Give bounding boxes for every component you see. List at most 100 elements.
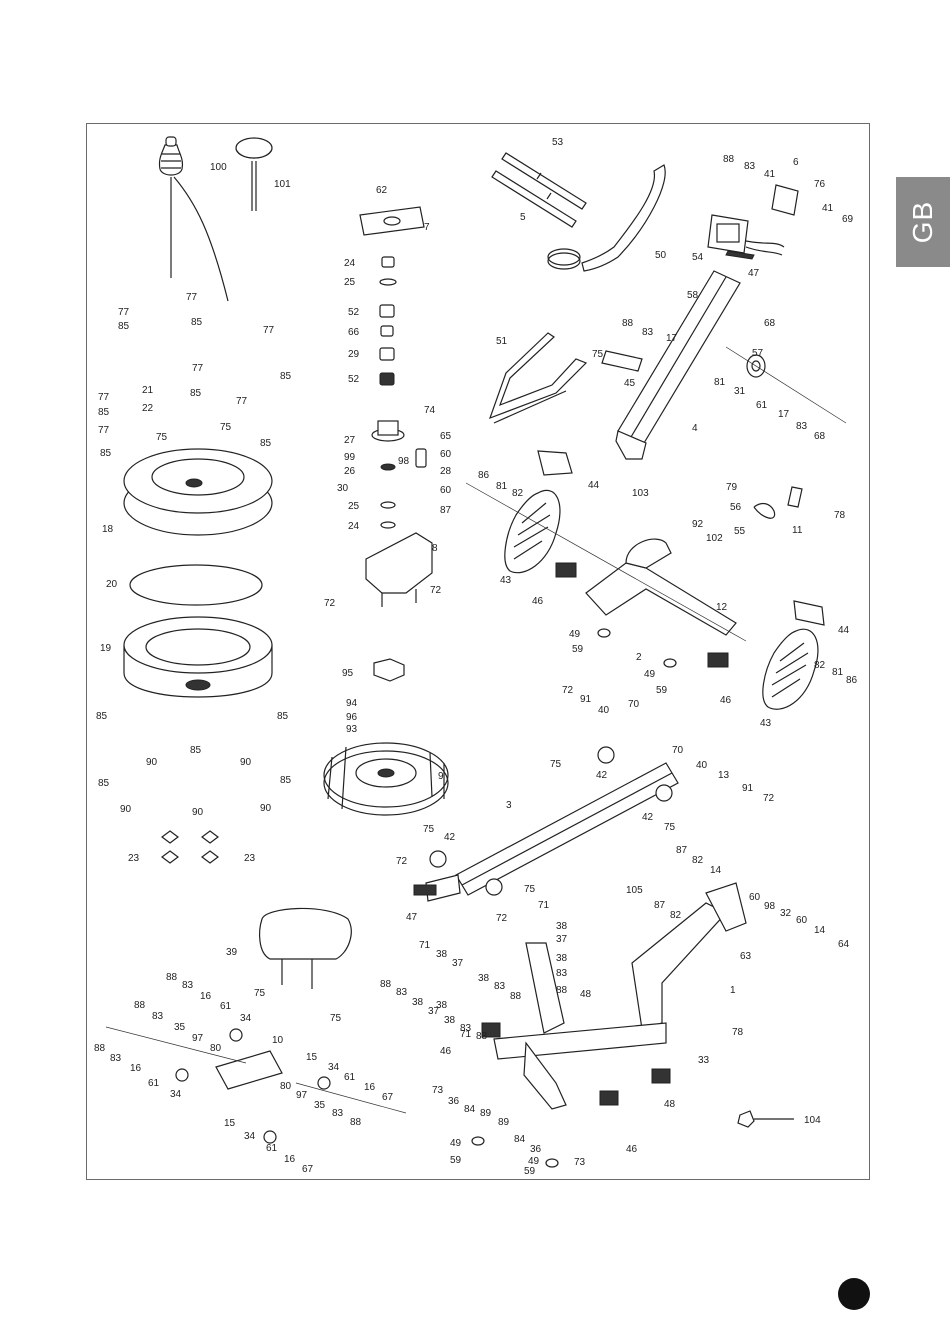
label-79: 79 bbox=[726, 482, 738, 493]
label-82: 82 bbox=[512, 488, 524, 499]
label-90b: 90 bbox=[240, 757, 252, 768]
label-45: 45 bbox=[624, 378, 636, 389]
page-number-dot bbox=[838, 1278, 870, 1310]
label-65: 65 bbox=[440, 431, 452, 442]
label-85: 85 bbox=[191, 317, 203, 328]
label-7: 7 bbox=[424, 222, 430, 233]
label-1: 1 bbox=[730, 985, 736, 996]
label-82c: 82 bbox=[692, 855, 704, 866]
label-87: 87 bbox=[440, 505, 452, 516]
label-34b: 34 bbox=[170, 1089, 182, 1100]
label-72e: 72 bbox=[396, 856, 408, 867]
part-10-seat-bracket bbox=[105, 1026, 407, 1144]
label-39: 39 bbox=[226, 947, 238, 958]
label-88d: 88 bbox=[556, 985, 568, 996]
label-38d: 38 bbox=[556, 921, 568, 932]
label-56: 56 bbox=[730, 502, 742, 513]
label-26: 26 bbox=[344, 466, 356, 477]
label-85b: 85 bbox=[118, 321, 130, 332]
label-60: 60 bbox=[440, 449, 452, 460]
label-90d: 90 bbox=[192, 807, 204, 818]
label-75d: 75 bbox=[550, 759, 562, 770]
label-24b: 24 bbox=[348, 521, 360, 532]
label-31: 31 bbox=[734, 386, 746, 397]
label-75i: 75 bbox=[330, 1013, 342, 1024]
label-85f: 85 bbox=[260, 438, 272, 449]
label-92: 92 bbox=[692, 519, 704, 530]
part-55-cable bbox=[753, 502, 776, 519]
label-23b: 23 bbox=[244, 853, 256, 864]
language-tab: GB bbox=[896, 177, 950, 267]
label-72f: 72 bbox=[496, 913, 508, 924]
label-89: 89 bbox=[480, 1108, 492, 1119]
part-7-bracket bbox=[359, 206, 425, 236]
part-4-upright-post bbox=[601, 270, 741, 460]
label-83i: 83 bbox=[152, 1011, 164, 1022]
part-1-rear-frame bbox=[481, 882, 747, 1110]
label-73b: 73 bbox=[574, 1157, 586, 1168]
label-38: 38 bbox=[436, 949, 448, 960]
label-88i: 88 bbox=[94, 1043, 106, 1054]
part-labels: 100 101 53 5 50 88 83 41 6 76 41 69 54 4… bbox=[94, 137, 858, 1177]
part-9-flywheel bbox=[323, 742, 449, 816]
label-44: 44 bbox=[588, 480, 600, 491]
part-3-main-beam bbox=[425, 746, 679, 902]
part-47-sensor bbox=[725, 250, 755, 260]
label-77b: 77 bbox=[118, 307, 130, 318]
label-32: 32 bbox=[780, 908, 792, 919]
label-54: 54 bbox=[692, 252, 704, 263]
part-8-base-bracket bbox=[365, 532, 433, 607]
label-73: 73 bbox=[432, 1085, 444, 1096]
part-2-pedal-frame bbox=[465, 482, 747, 668]
label-20: 20 bbox=[106, 579, 118, 590]
label-59: 59 bbox=[572, 644, 584, 655]
label-29: 29 bbox=[348, 349, 360, 360]
part-104-wrench bbox=[737, 1110, 794, 1128]
label-84: 84 bbox=[464, 1104, 476, 1115]
label-23: 23 bbox=[128, 853, 140, 864]
part-59-foot-2 bbox=[663, 658, 677, 668]
part-59-foot-4 bbox=[545, 1158, 559, 1168]
label-10: 10 bbox=[272, 1035, 284, 1046]
label-83e: 83 bbox=[556, 968, 568, 979]
label-40b: 40 bbox=[696, 760, 708, 771]
label-59b: 59 bbox=[656, 685, 668, 696]
label-88j: 88 bbox=[350, 1117, 362, 1128]
label-82b: 82 bbox=[814, 660, 826, 671]
label-43: 43 bbox=[500, 575, 512, 586]
label-8: 8 bbox=[432, 543, 438, 554]
label-98: 98 bbox=[398, 456, 410, 467]
label-102: 102 bbox=[706, 533, 723, 544]
label-12: 12 bbox=[716, 602, 728, 613]
label-33: 33 bbox=[698, 1055, 710, 1066]
label-3: 3 bbox=[506, 800, 512, 811]
label-83j: 83 bbox=[110, 1053, 122, 1064]
label-85g: 85 bbox=[100, 448, 112, 459]
label-101: 101 bbox=[274, 179, 291, 190]
part-19-inner-cover bbox=[123, 616, 273, 698]
label-4: 4 bbox=[692, 423, 698, 434]
label-85l: 85 bbox=[280, 775, 292, 786]
label-34d: 34 bbox=[244, 1131, 256, 1142]
label-67b: 67 bbox=[302, 1164, 314, 1175]
label-78b: 78 bbox=[732, 1027, 744, 1038]
label-88: 88 bbox=[723, 154, 735, 165]
label-16: 16 bbox=[200, 991, 212, 1002]
part-54-console bbox=[707, 184, 799, 256]
label-88e: 88 bbox=[380, 979, 392, 990]
label-14b: 14 bbox=[814, 925, 826, 936]
label-50: 50 bbox=[655, 250, 667, 261]
label-46c: 46 bbox=[440, 1046, 452, 1057]
part-95-knob bbox=[373, 658, 405, 682]
label-49b: 49 bbox=[644, 669, 656, 680]
label-64: 64 bbox=[838, 939, 850, 950]
label-91b: 91 bbox=[742, 783, 754, 794]
label-85j: 85 bbox=[190, 745, 202, 756]
part-44-strap-2 bbox=[793, 600, 825, 626]
label-74: 74 bbox=[424, 405, 436, 416]
label-48b: 48 bbox=[664, 1099, 676, 1110]
label-93: 93 bbox=[346, 724, 358, 735]
label-90c: 90 bbox=[120, 804, 132, 815]
label-47: 47 bbox=[748, 268, 760, 279]
label-42c: 42 bbox=[444, 832, 456, 843]
